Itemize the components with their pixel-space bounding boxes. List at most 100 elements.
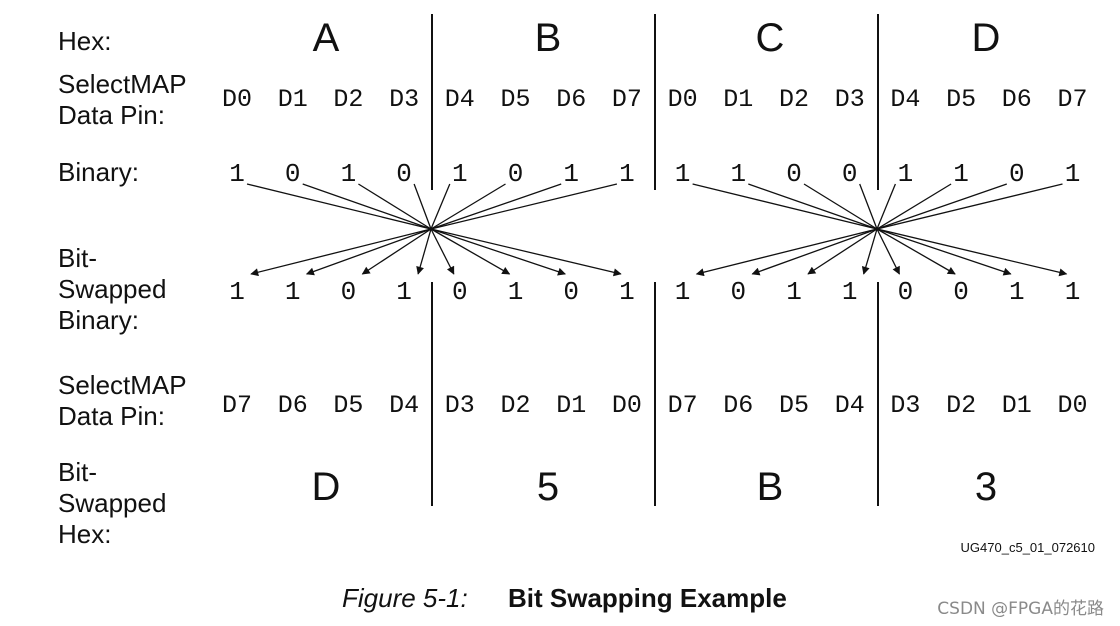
pin-bottom-label: D1 (1002, 391, 1032, 420)
pin-bottom-label: D4 (835, 391, 865, 420)
swap-arrow-out (430, 228, 622, 277)
swap-arrow-out (430, 228, 455, 275)
bit-swapped-hex-label-line1: Bit- (58, 457, 97, 487)
binary-bit: 1 (730, 159, 746, 189)
swap-line-in (302, 183, 432, 230)
swap-line-in (803, 183, 878, 230)
hex-row-label: Hex: (58, 26, 111, 56)
figure-number: Figure 5-1: (342, 583, 468, 613)
binary-bit: 1 (953, 159, 969, 189)
binary-bit: 0 (786, 159, 802, 189)
swap-arrow-out (250, 228, 432, 277)
swap-line-in (430, 183, 506, 230)
hex-top-value: A (313, 16, 340, 60)
pin-top-label: D3 (835, 85, 865, 114)
pin-bottom-label: D1 (556, 391, 586, 420)
swapped-binary-bit: 1 (229, 277, 245, 307)
swap-arrow-out (876, 228, 956, 275)
pin-bottom-label: D6 (723, 391, 753, 420)
binary-bit: 1 (619, 159, 635, 189)
swapped-binary-bit: 0 (452, 277, 468, 307)
swap-line-in (876, 183, 897, 230)
pin-top-label: D6 (1002, 85, 1032, 114)
swapped-binary-bit: 0 (953, 277, 969, 307)
swapped-binary-bit: 1 (285, 277, 301, 307)
binary-bit: 0 (508, 159, 524, 189)
swap-arrow-out (430, 228, 566, 276)
binary-bit: 1 (229, 159, 245, 189)
pin-top-label: D1 (723, 85, 753, 114)
swapped-binary-bit: 0 (730, 277, 746, 307)
hex-bottom-value: 3 (975, 465, 997, 509)
pin-top-label: D3 (389, 85, 419, 114)
binary-bit: 1 (563, 159, 579, 189)
pin-top-label: D6 (556, 85, 586, 114)
binary-bit: 1 (452, 159, 468, 189)
document-id: UG470_c5_01_072610 (961, 540, 1095, 555)
pin-top-label: D1 (278, 85, 308, 114)
swapped-binary-bit: 1 (396, 277, 412, 307)
binary-bit: 0 (1009, 159, 1025, 189)
pin-bottom-label: D2 (946, 391, 976, 420)
hex-bottom-row: D 5 B 3 (312, 465, 998, 509)
bit-swapped-binary-label-line3: Binary: (58, 305, 139, 335)
swap-arrow-out (361, 228, 432, 275)
watermark: CSDN @FPGA的花路 (937, 599, 1104, 619)
pin-bottom-label: D2 (500, 391, 530, 420)
pin-top-label: D2 (333, 85, 363, 114)
swap-line-in (430, 183, 562, 230)
swap-line-in (413, 183, 432, 230)
binary-bit: 0 (396, 159, 412, 189)
pin-bottom-label: D7 (222, 391, 252, 420)
swap-arrow-out (807, 228, 878, 275)
swap-arrows (246, 183, 1068, 277)
hex-top-row: A B C D (313, 16, 1001, 60)
bit-swapped-binary-label-line2: Swapped (58, 274, 166, 304)
swap-line-in (876, 183, 952, 230)
swapped-binary-bit: 1 (786, 277, 802, 307)
swap-line-in (876, 183, 1063, 230)
binary-bit: 0 (842, 159, 858, 189)
hex-bottom-value: 5 (537, 465, 559, 509)
swap-line-in (246, 183, 432, 230)
hex-top-value: D (972, 16, 1001, 60)
bit-swapped-binary-label-line1: Bit- (58, 243, 97, 273)
pin-top-label: D0 (668, 85, 698, 114)
pin-bottom-label: D0 (1057, 391, 1087, 420)
hex-bottom-value: B (757, 465, 784, 509)
selectmap-row-label-bottom: SelectMAP (58, 370, 187, 400)
pin-top-label: D0 (222, 85, 252, 114)
hex-top-value: B (535, 16, 562, 60)
binary-bit: 1 (675, 159, 691, 189)
swap-arrow-out (861, 228, 878, 275)
swap-line-in (748, 183, 878, 230)
swap-arrow-out (416, 228, 432, 275)
swap-arrow-out (695, 228, 878, 277)
pin-bottom-label: D3 (445, 391, 475, 420)
binary-bit: 0 (285, 159, 301, 189)
selectmap-row-label-top: SelectMAP (58, 69, 187, 99)
binary-bit: 1 (341, 159, 357, 189)
hex-bottom-value: D (312, 465, 341, 509)
swapped-binary-bit: 0 (898, 277, 914, 307)
binary-row: 1 0 1 0 1 0 1 1 1 1 0 0 1 1 0 1 (229, 159, 1080, 189)
swap-arrow-out (305, 228, 432, 276)
binary-bit: 1 (1065, 159, 1081, 189)
swap-line-in (859, 183, 878, 230)
swapped-binary-bit: 1 (619, 277, 635, 307)
pin-bottom-label: D5 (779, 391, 809, 420)
pin-bottom-label: D3 (890, 391, 920, 420)
hex-top-value: C (756, 16, 785, 60)
binary-row-label: Binary: (58, 157, 139, 187)
binary-bit: 1 (898, 159, 914, 189)
pin-bottom-label: D5 (333, 391, 363, 420)
pin-top-label: D4 (890, 85, 920, 114)
figure-title: Bit Swapping Example (508, 583, 787, 613)
swap-arrow-out (430, 228, 511, 275)
pin-bottom-label: D7 (668, 391, 698, 420)
swapped-binary-bit: 0 (563, 277, 579, 307)
bit-swapped-hex-label-line3: Hex: (58, 519, 111, 549)
swap-line-in (430, 183, 618, 230)
pin-top-label: D7 (612, 85, 642, 114)
